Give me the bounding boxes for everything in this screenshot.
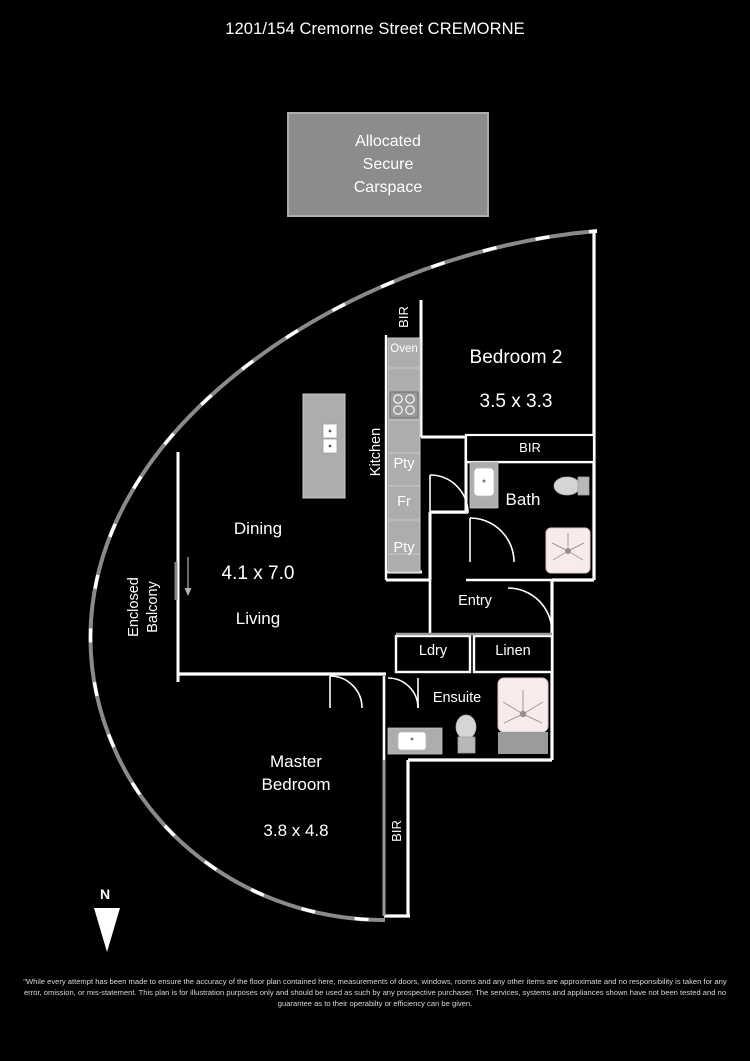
service-boxes bbox=[394, 632, 554, 674]
page-title: 1201/154 Cremorne Street CREMORNE bbox=[225, 20, 525, 38]
carspace-box: Allocated Secure Carspace bbox=[287, 112, 489, 217]
disclaimer-text: "While every attempt has been made to en… bbox=[23, 977, 727, 1008]
door-swings bbox=[329, 474, 553, 709]
ensuite-fixtures bbox=[387, 677, 549, 755]
compass-north-label: N bbox=[100, 886, 111, 902]
kitchen-cabinets bbox=[387, 337, 421, 573]
kitchen-island bbox=[302, 393, 346, 499]
compass-north-arrow-icon bbox=[94, 908, 120, 952]
balcony-curve-outer bbox=[88, 229, 598, 922]
balcony-inner-wall bbox=[174, 452, 180, 682]
sliding-door-arrow bbox=[184, 557, 192, 596]
bath-fixtures bbox=[469, 461, 591, 574]
carspace-label: Allocated Secure Carspace bbox=[353, 133, 423, 196]
bedroom2-bir-box bbox=[464, 433, 596, 464]
